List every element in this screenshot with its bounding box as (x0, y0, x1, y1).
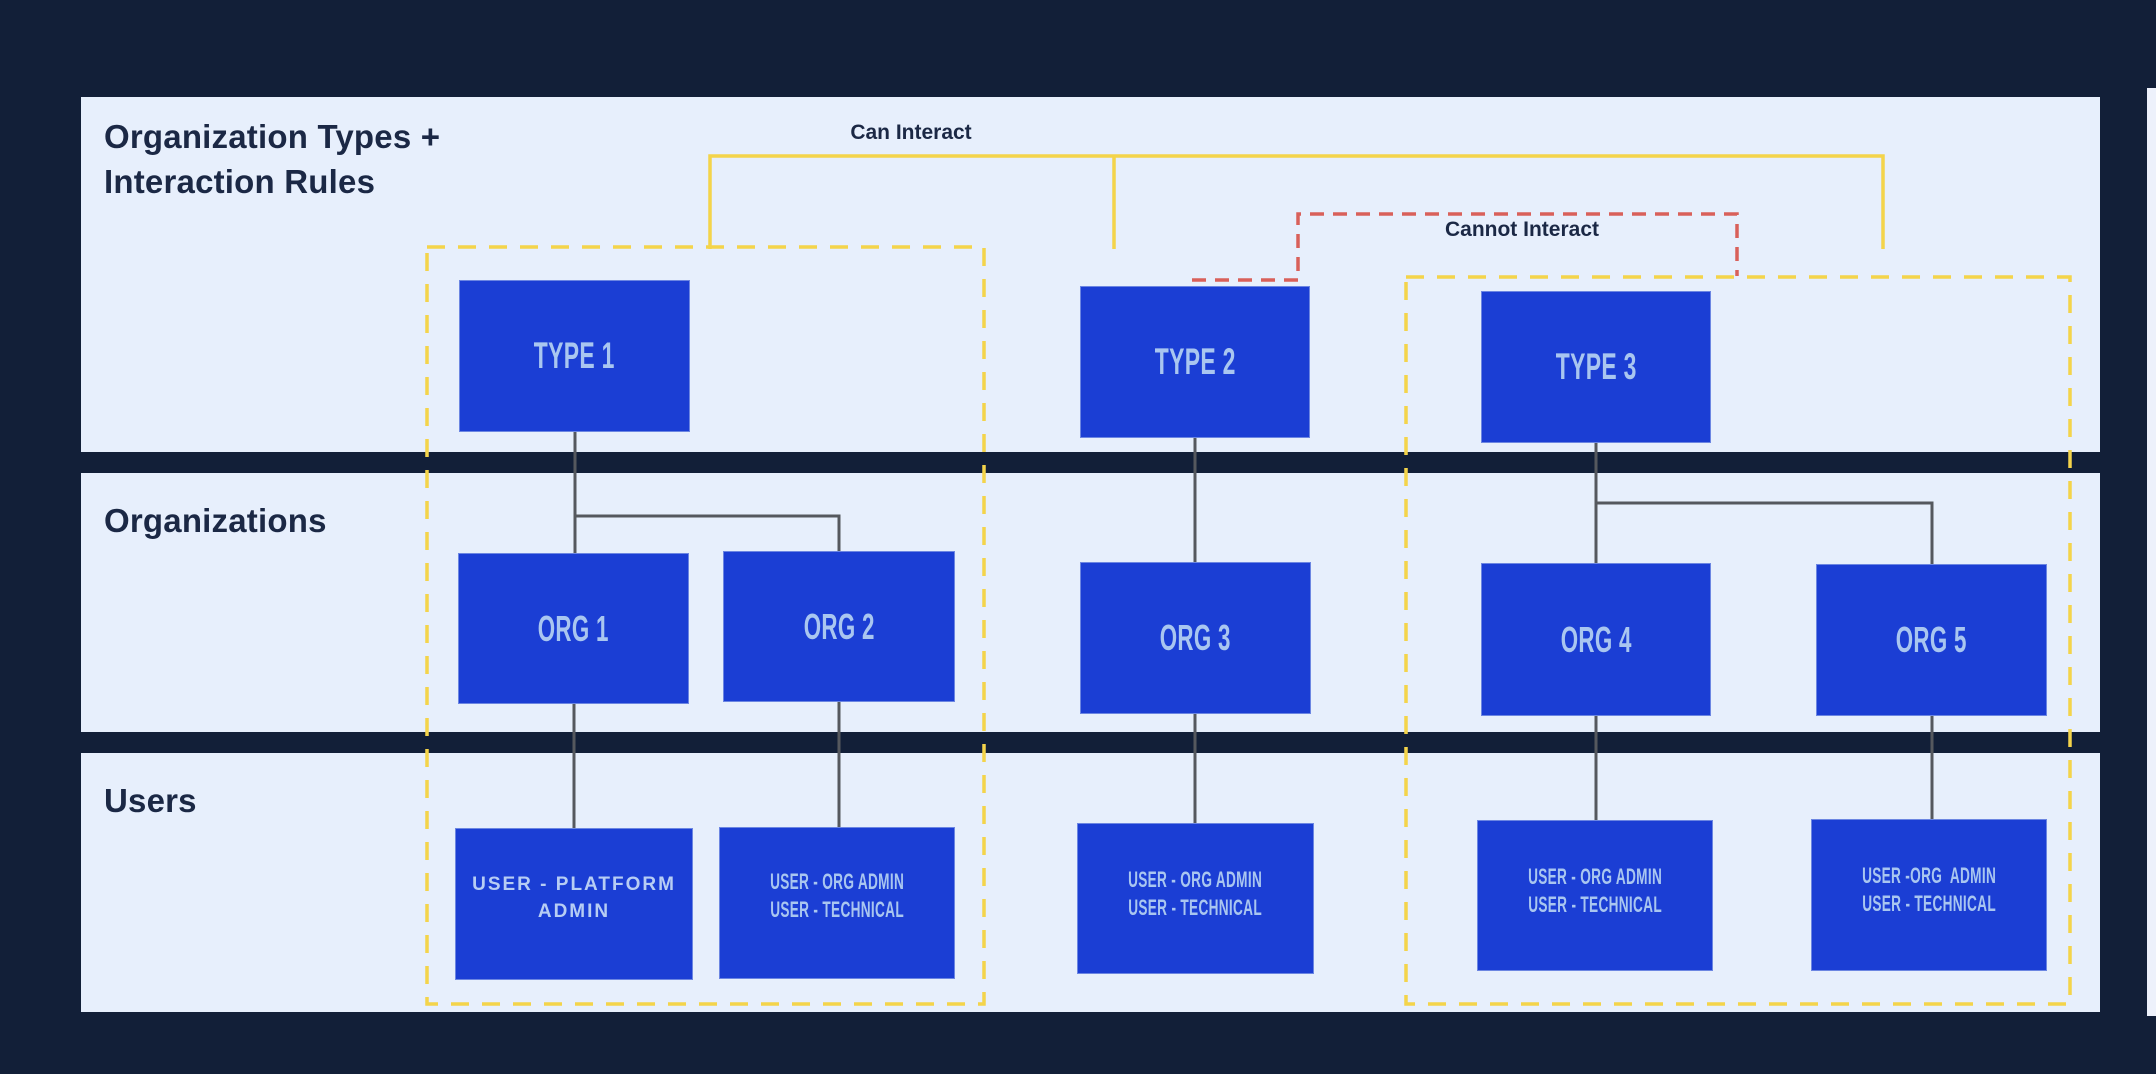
type3-label: TYPE 3 (1555, 346, 1637, 387)
type2-box: TYPE 2 (1080, 286, 1310, 438)
type2-label: TYPE 2 (1154, 341, 1236, 382)
org1-label: ORG 1 (537, 607, 610, 649)
adjacent-panel-edge (2147, 88, 2156, 1016)
org5-box: ORG 5 (1816, 564, 2047, 716)
org1-box: ORG 1 (458, 553, 689, 704)
diagram-title-line2: Interaction Rules (104, 163, 376, 200)
type3-org5-connector (1596, 501, 1934, 564)
cannot-interact-wire (1192, 212, 1739, 282)
org3-box: ORG 3 (1080, 562, 1311, 714)
user4-box: USER - ORG ADMIN USER - TECHNICAL (1477, 820, 1713, 971)
type3-box: TYPE 3 (1481, 291, 1711, 443)
user5-label: USER -ORG ADMIN USER - TECHNICAL (1861, 863, 1997, 916)
user3-label: USER - ORG ADMIN USER - TECHNICAL (1128, 867, 1263, 920)
user3-box: USER - ORG ADMIN USER - TECHNICAL (1077, 823, 1314, 974)
type3-group-zone (1404, 275, 2072, 1006)
org3-label: ORG 3 (1159, 617, 1232, 658)
user2-label: USER - ORG ADMIN USER - TECHNICAL (769, 869, 905, 922)
organizations-band-title: Organizations (104, 502, 327, 539)
org4-box: ORG 4 (1481, 563, 1711, 716)
can-interact-label: Can Interact (850, 121, 972, 144)
org2-box: ORG 2 (723, 551, 955, 702)
can-interact-wire (708, 154, 1885, 249)
user5-box: USER -ORG ADMIN USER - TECHNICAL (1811, 819, 2047, 971)
type1-label: TYPE 1 (534, 335, 615, 376)
user2-box: USER - ORG ADMIN USER - TECHNICAL (719, 827, 955, 979)
user1-label: USER - PLATFORM ADMIN (472, 874, 676, 922)
org2-label: ORG 2 (803, 605, 875, 647)
org5-label: ORG 5 (1895, 619, 1968, 660)
users-band-title: Users (104, 782, 197, 819)
diagram-title-line1: Organization Types + (104, 118, 441, 155)
org4-label: ORG 4 (1560, 618, 1632, 660)
user4-label: USER - ORG ADMIN USER - TECHNICAL (1527, 864, 1663, 917)
type1-org2-connector (575, 514, 841, 551)
diagram-title: Organization Types + Interaction Rules (104, 114, 440, 204)
type1-box: TYPE 1 (459, 280, 690, 432)
user1-box: USER - PLATFORM ADMIN (455, 828, 693, 980)
cannot-interact-label: Cannot Interact (1444, 218, 1599, 241)
type1-group-zone (425, 245, 986, 1006)
